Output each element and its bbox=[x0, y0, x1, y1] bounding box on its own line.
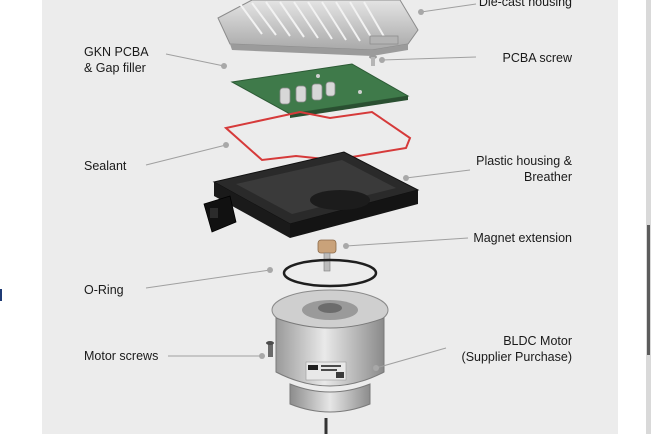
label-bldc-motor: BLDC Motor (Supplier Purchase) bbox=[440, 333, 572, 365]
label-gkn-pcba-line2: & Gap filler bbox=[84, 61, 146, 75]
label-bldc-motor-line2: (Supplier Purchase) bbox=[461, 350, 572, 364]
magnet-extension-part bbox=[317, 239, 337, 272]
label-o-ring: O-Ring bbox=[84, 282, 124, 298]
die-cast-housing-part bbox=[217, 0, 419, 56]
scrollbar-thumb[interactable] bbox=[647, 225, 650, 355]
label-pcba-screw-text: PCBA screw bbox=[502, 51, 572, 65]
label-sealant-text: Sealant bbox=[84, 159, 127, 173]
gkn-pcba-part bbox=[230, 63, 410, 118]
label-die-cast-housing-text: Die-cast housing bbox=[478, 0, 572, 9]
label-bldc-motor-line1: BLDC Motor bbox=[503, 334, 572, 348]
label-gkn-pcba-line1: GKN PCBA bbox=[84, 45, 149, 59]
label-motor-screws: Motor screws bbox=[84, 348, 158, 364]
label-die-cast-housing: Die-cast housing bbox=[440, 0, 572, 10]
label-plastic-housing: Plastic housing & Breather bbox=[440, 153, 572, 185]
label-o-ring-text: O-Ring bbox=[84, 283, 124, 297]
o-ring-part bbox=[282, 258, 378, 288]
label-plastic-housing-line1: Plastic housing & bbox=[476, 154, 572, 168]
bldc-motor-part bbox=[271, 289, 389, 434]
label-sealant: Sealant bbox=[84, 158, 126, 174]
plastic-housing-part bbox=[203, 151, 420, 238]
vertical-scrollbar[interactable] bbox=[646, 0, 651, 434]
label-motor-screws-text: Motor screws bbox=[84, 349, 159, 363]
pcba-screw-part bbox=[369, 55, 377, 66]
slide-edge-marker bbox=[0, 289, 2, 301]
label-plastic-housing-line2: Breather bbox=[524, 170, 572, 184]
leader-lines bbox=[145, 3, 477, 371]
sealant-gasket-part bbox=[223, 110, 412, 162]
label-magnet-extension: Magnet extension bbox=[440, 230, 572, 246]
label-magnet-extension-text: Magnet extension bbox=[473, 231, 572, 245]
label-pcba-screw: PCBA screw bbox=[460, 50, 572, 66]
label-gkn-pcba: GKN PCBA & Gap filler bbox=[84, 44, 149, 76]
